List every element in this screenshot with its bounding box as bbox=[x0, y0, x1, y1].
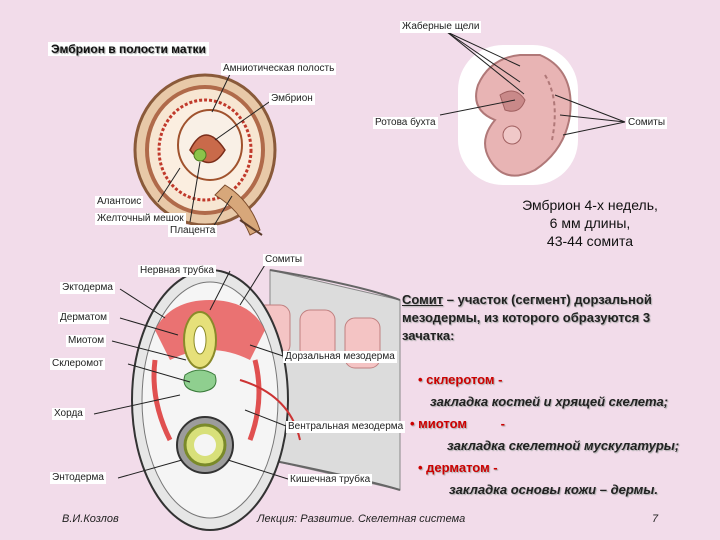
label-allantois: Алантоис bbox=[95, 196, 143, 208]
label-gut-tube: Кишечная трубка bbox=[288, 474, 372, 486]
bullet-sclerotome: • склеротом - bbox=[418, 372, 502, 387]
label-yolk-sac: Желточный мешок bbox=[95, 213, 186, 225]
bullet-myotome-desc: закладка скелетной мускулатуры; bbox=[447, 438, 679, 453]
footer-lecture: Лекция: Развитие. Скелетная система bbox=[257, 513, 465, 525]
label-chord: Хорда bbox=[52, 408, 85, 420]
label-sclerotome: Склеромот bbox=[50, 358, 105, 370]
footer-page-number: 7 bbox=[652, 513, 658, 525]
label-amniotic-cavity: Амниотическая полость bbox=[221, 63, 336, 75]
definition-term: Сомит bbox=[402, 292, 443, 307]
cross-section-diagram bbox=[132, 270, 400, 530]
label-somites-mid: Сомиты bbox=[263, 254, 304, 266]
label-ectoderm: Эктодерма bbox=[60, 282, 115, 294]
page-title: Эмбрион в полости матки bbox=[48, 42, 209, 56]
label-endoderm: Энтодерма bbox=[50, 472, 106, 484]
label-embryo: Эмбрион bbox=[269, 93, 315, 105]
label-placenta: Плацента bbox=[168, 225, 217, 237]
footer-author: В.И.Козлов bbox=[62, 513, 119, 525]
caption-line-2: 6 мм длины, bbox=[500, 214, 680, 232]
bullet-dermatome-name: дерматом bbox=[426, 460, 490, 475]
caption-line-1: Эмбрион 4-х недель, bbox=[500, 196, 680, 214]
bullet-myotome: • миотом - bbox=[410, 416, 505, 431]
label-gill-slits: Жаберные щели bbox=[400, 21, 481, 33]
label-neural-tube: Нервная трубка bbox=[138, 265, 216, 277]
bullet-sclerotome-desc: закладка костей и хрящей скелета; bbox=[430, 394, 668, 409]
uterus-diagram bbox=[135, 75, 275, 235]
somite-definition: Сомит – участок (сегмент) дорзальной мез… bbox=[402, 291, 702, 345]
label-ventral-mesoderm: Вентральная мезодерма bbox=[286, 421, 405, 433]
label-oral-bay: Ротова бухта bbox=[373, 117, 438, 129]
label-somites-top: Сомиты bbox=[626, 117, 667, 129]
embryo-caption: Эмбрион 4-х недель, 6 мм длины, 43-44 со… bbox=[500, 196, 680, 250]
caption-line-3: 43-44 сомита bbox=[500, 232, 680, 250]
bullet-sclerotome-name: склеротом bbox=[426, 372, 494, 387]
bullet-dermatome: • дерматом - bbox=[418, 460, 498, 475]
bullet-dermatome-desc: закладка основы кожи – дермы. bbox=[449, 482, 658, 497]
bullet-myotome-name: миотом bbox=[418, 416, 467, 431]
label-dermatome: Дерматом bbox=[58, 312, 109, 324]
label-dorsal-mesoderm: Дорзальная мезодерма bbox=[283, 351, 397, 363]
label-myotome: Миотом bbox=[66, 335, 106, 347]
